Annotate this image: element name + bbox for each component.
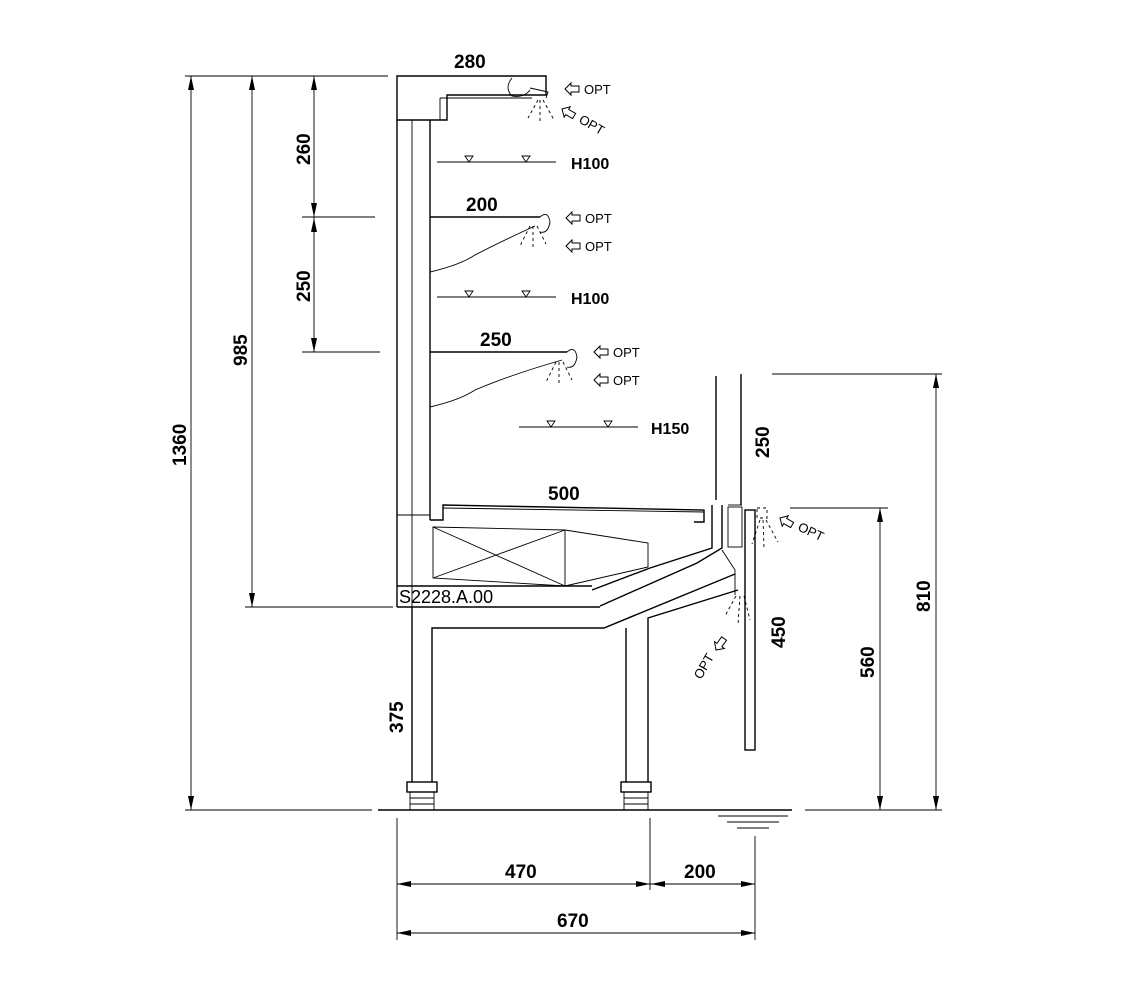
opt-label: OPT [585, 211, 612, 226]
light-fixtures [507, 77, 779, 625]
level-h100-mid: H100 [571, 291, 609, 308]
dim-deck-height: 810 [914, 580, 935, 612]
dim-leg-height: 375 [387, 701, 408, 733]
drawing-code: S2228.A.00 [399, 587, 493, 607]
opt-label: OPT [796, 519, 827, 544]
level-h100-top: H100 [571, 156, 609, 173]
dim-base-width: 470 [505, 862, 537, 883]
opt-label: OPT [691, 651, 717, 682]
dim-glass-height: 250 [753, 426, 774, 458]
dim-upper-height: 985 [231, 334, 252, 366]
opt-label: OPT [613, 345, 640, 360]
dim-front-extension: 200 [684, 862, 716, 883]
dimension-lines [185, 75, 942, 940]
opt-label: OPT [577, 112, 608, 138]
opt-label: OPT [613, 373, 640, 388]
dim-top-gap: 260 [294, 133, 315, 165]
dim-base-depth: 500 [548, 484, 580, 505]
opt-label: OPT [585, 239, 612, 254]
opt-label: OPT [584, 82, 611, 97]
floor [185, 809, 942, 829]
dim-overall-height: 1360 [170, 424, 191, 466]
dim-front-panel-height: 450 [769, 616, 790, 648]
dim-total-depth: 670 [557, 911, 589, 932]
dim-canopy-depth: 280 [454, 52, 486, 73]
dim-shelf-gap: 250 [294, 270, 315, 302]
dim-front-height: 560 [858, 646, 879, 678]
level-markers [437, 155, 638, 428]
dim-shelf2-depth: 250 [480, 330, 512, 351]
dim-shelf1-depth: 200 [466, 195, 498, 216]
level-h150: H150 [651, 421, 689, 438]
cabinet-body [396, 75, 756, 811]
